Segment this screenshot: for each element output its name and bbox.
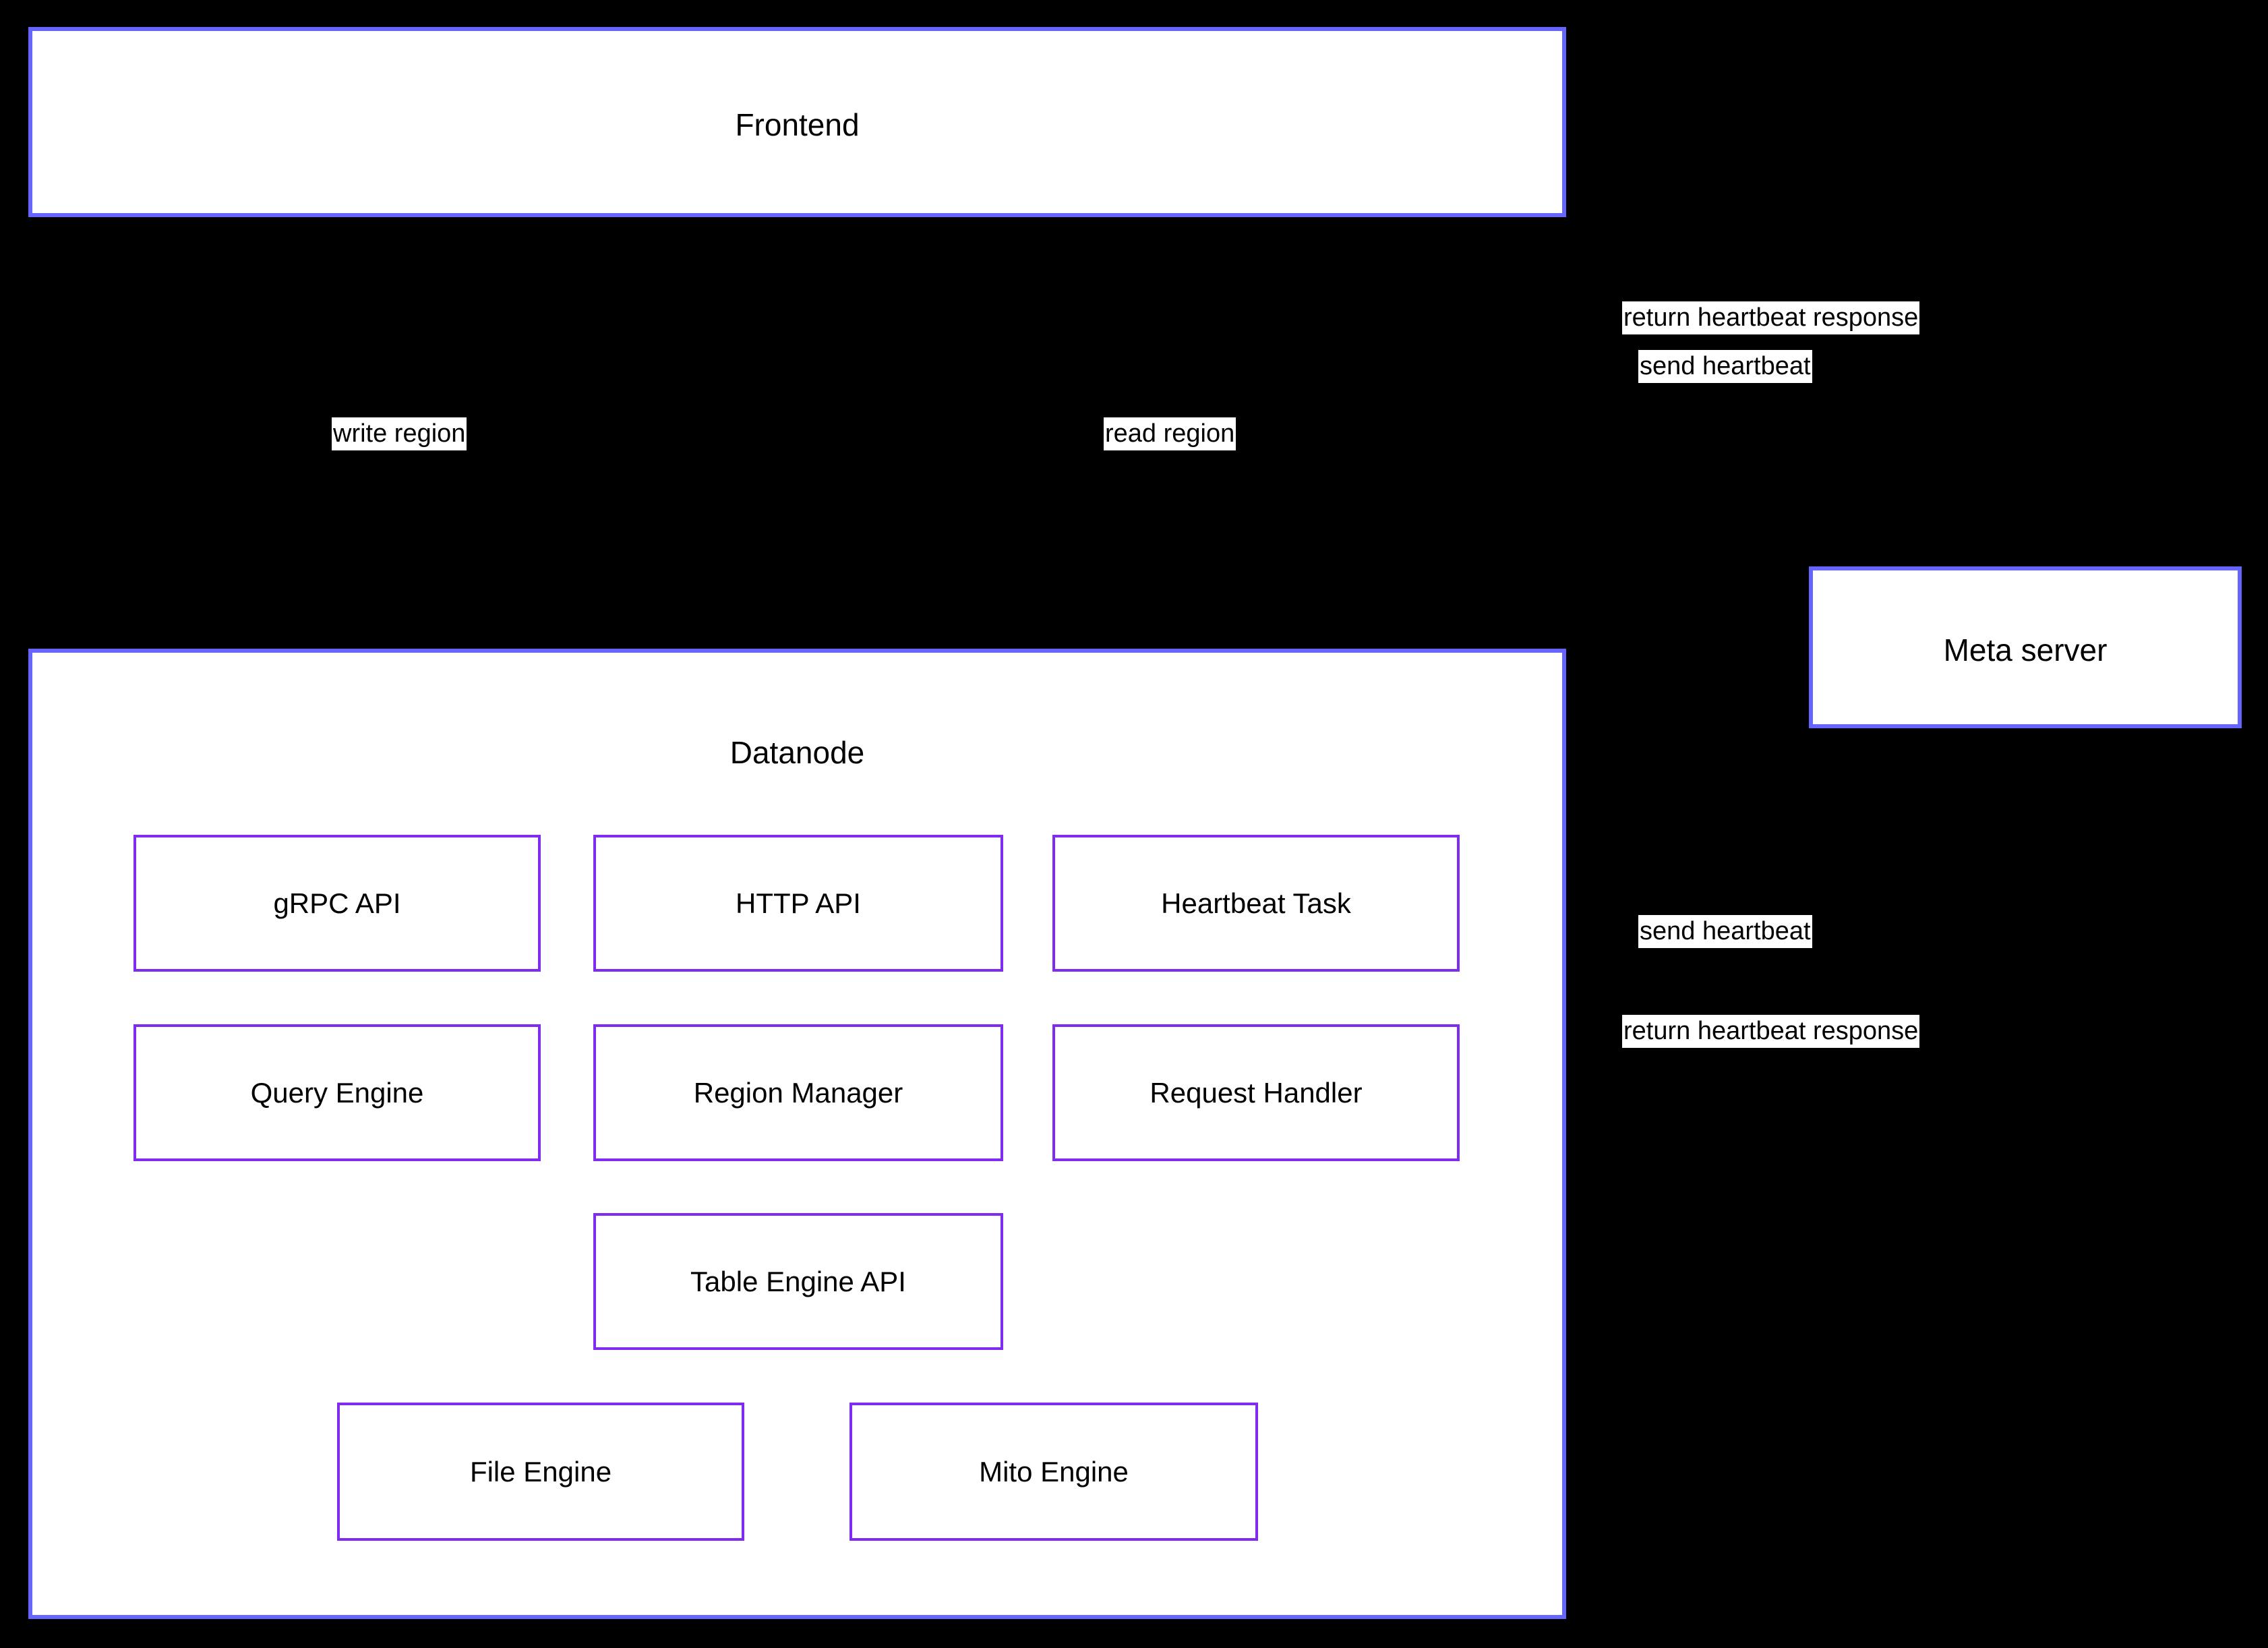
node-heartbeat-task-label: Heartbeat Task [1161, 887, 1351, 919]
edge-meta-to-datanode-riser [2017, 728, 2019, 1133]
node-table-engine-api-label: Table Engine API [690, 1265, 906, 1297]
edge-datanode-to-meta-send [1566, 1057, 1890, 1059]
node-frontend-label: Frontend [735, 107, 860, 142]
node-request-handler-label: Request Handler [1150, 1076, 1363, 1109]
arrowhead-datanode-heartbeat-response [1566, 1125, 1578, 1140]
node-datanode-label: Datanode [729, 735, 865, 770]
arrowhead-meta-send-heartbeat-bottom [1882, 728, 1897, 740]
node-file-engine-label: File Engine [469, 1455, 612, 1488]
edge-label-read-region: read region [1104, 417, 1236, 450]
node-mito-engine-label: Mito Engine [979, 1455, 1129, 1488]
node-grpc-api-label: gRPC API [273, 887, 401, 919]
arrowhead-read-region [1175, 217, 1190, 229]
node-heartbeat-task[interactable]: Heartbeat Task [1052, 835, 1460, 972]
edge-label-write-region: write region [332, 417, 467, 450]
node-request-handler[interactable]: Request Handler [1052, 1024, 1460, 1161]
node-http-api-label: HTTP API [736, 887, 861, 919]
edge-label-datanode-meta-return-heartbeat-response: return heartbeat response [1622, 1015, 1920, 1048]
edge-meta-to-datanode-return [1566, 1131, 2018, 1134]
arrowhead-frontend-heartbeat-response [1566, 270, 1578, 285]
node-query-engine-label: Query Engine [250, 1076, 424, 1109]
node-grpc-api[interactable]: gRPC API [133, 835, 541, 972]
node-file-engine[interactable]: File Engine [337, 1403, 744, 1541]
node-region-manager[interactable]: Region Manager [593, 1024, 1003, 1161]
node-frontend[interactable]: Frontend [28, 27, 1566, 217]
node-table-engine-api[interactable]: Table Engine API [593, 1213, 1003, 1350]
edge-frontend-to-meta-riser [1888, 378, 1890, 566]
node-region-manager-label: Region Manager [693, 1076, 903, 1109]
edge-datanode-to-meta-riser [1888, 728, 1890, 1059]
node-meta-server-label: Meta server [1943, 632, 2108, 668]
node-mito-engine[interactable]: Mito Engine [849, 1403, 1258, 1541]
node-query-engine[interactable]: Query Engine [133, 1024, 541, 1161]
node-http-api[interactable]: HTTP API [593, 835, 1003, 972]
edge-label-datanode-meta-send-heartbeat: send heartbeat [1638, 915, 1812, 948]
arrowhead-meta-send-heartbeat-top [1882, 554, 1897, 566]
node-meta-server[interactable]: Meta server [1809, 566, 2242, 728]
edge-label-frontend-meta-send-heartbeat: send heartbeat [1638, 350, 1812, 383]
arrowhead-write-region [405, 637, 419, 649]
edge-meta-to-frontend-riser [2017, 276, 2019, 566]
edge-meta-to-frontend-top [1566, 276, 2018, 278]
edge-label-frontend-meta-return-heartbeat-response: return heartbeat response [1622, 301, 1920, 334]
